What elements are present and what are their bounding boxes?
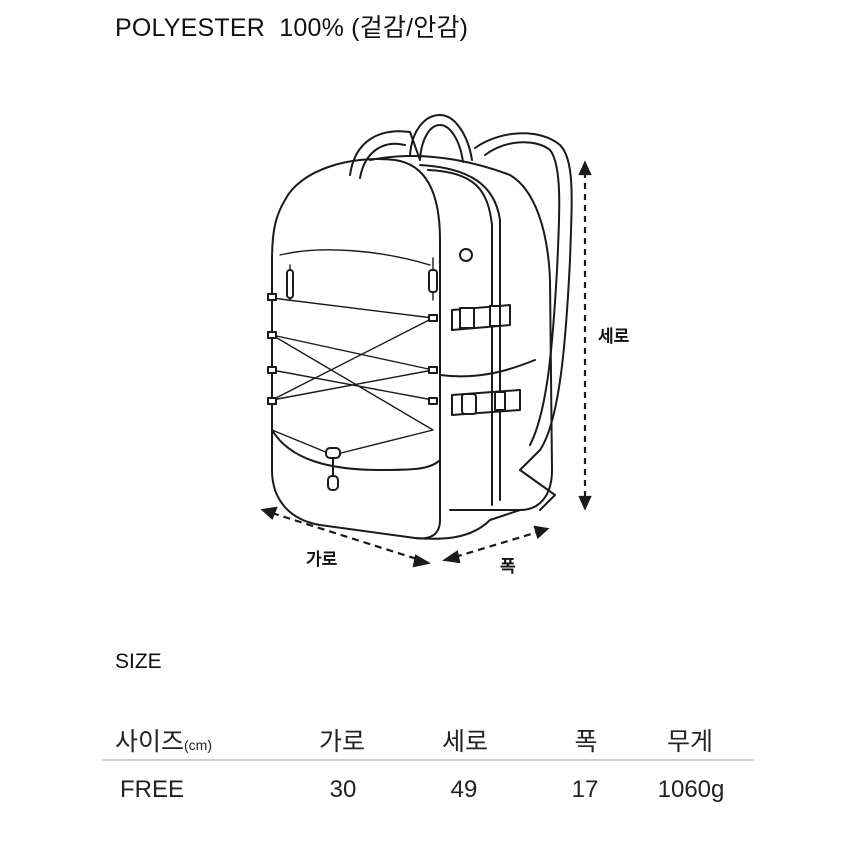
width-dimension-arrow — [271, 511, 421, 562]
header-depth: 폭 — [574, 728, 598, 756]
table-row: FREE 30 49 17 1060g — [102, 772, 754, 816]
header-width: 가로 — [318, 728, 366, 756]
material-composition: POLYESTER 100% (겉감/안감) — [115, 14, 469, 42]
header-height: 세로 — [441, 728, 489, 756]
cell-width: 30 — [329, 776, 357, 803]
cell-depth: 17 — [571, 776, 599, 803]
header-size: 사이즈(cm) — [115, 722, 212, 758]
header-weight: 무게 — [666, 728, 714, 756]
width-label: 가로 — [306, 550, 338, 569]
cell-size: FREE — [120, 776, 185, 803]
header-size-label: 사이즈 — [115, 728, 185, 756]
size-section-title: SIZE — [115, 650, 162, 673]
cell-weight: 1060g — [657, 776, 725, 803]
depth-label: 폭 — [500, 557, 516, 576]
back-panel — [369, 155, 553, 511]
top-handle — [409, 114, 473, 161]
height-label: 세로 — [598, 327, 630, 346]
cell-height: 49 — [450, 776, 478, 803]
backpack-illustration — [260, 114, 592, 568]
table-divider — [102, 759, 754, 761]
shoulder-strap-right — [474, 132, 573, 471]
depth-dimension-arrow — [454, 530, 539, 559]
header-unit: (cm) — [184, 737, 213, 753]
size-table-header: 사이즈(cm) 가로 세로 폭 무게 — [102, 712, 754, 762]
front-panel — [271, 158, 441, 540]
